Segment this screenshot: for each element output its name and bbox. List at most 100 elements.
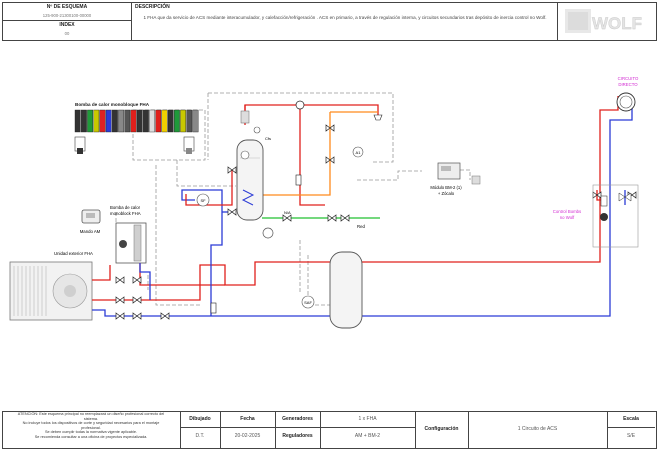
footer-divider: [607, 411, 608, 448]
saf-label: SAF: [304, 300, 312, 305]
footer-divider: [320, 411, 321, 448]
valves-group: [115, 124, 637, 320]
gauge-icon: [253, 126, 261, 134]
valve-icon: [115, 276, 125, 284]
notice-line: Se deben cumplir todas la normativa vige…: [44, 430, 138, 435]
valve-icon: [325, 156, 335, 164]
flow-meter-icon-2: [210, 302, 217, 314]
fha-heater-icon: [133, 224, 142, 262]
footer-divider: [180, 411, 181, 448]
recirculation-pump-icon: [295, 100, 305, 110]
footer-divider-h: [607, 427, 655, 428]
footer-divider: [468, 411, 469, 448]
a1-label: A1: [356, 150, 362, 155]
terminal-block: [161, 109, 168, 133]
notice-line: profesional.: [81, 425, 101, 430]
terminal-block: [124, 109, 131, 133]
shower-icon: [373, 114, 383, 121]
header-divider-h: [2, 20, 132, 21]
sf-sensor-icon: [196, 193, 210, 207]
valve-icon: [282, 214, 292, 222]
footer-divider: [415, 411, 416, 448]
terminal-block: [180, 109, 186, 133]
circuit-valve-icon: [618, 192, 632, 202]
drawn-label: Dibujado: [189, 416, 211, 422]
control-label-2: no Wolf: [560, 215, 575, 220]
bm2-label-1: Módulo BM-2 (1): [430, 185, 462, 190]
fha-pump-icon: [119, 240, 127, 248]
pump-label-2: monoblock FHA: [110, 211, 141, 216]
schema-value: 125-900-21300100-00000: [42, 13, 92, 18]
valve-icon: [160, 312, 170, 320]
description-text: 1 FHA que da servicio de ACS mediante in…: [143, 15, 547, 20]
wolf-logo-text: WOLF: [592, 14, 642, 33]
valve-icon: [325, 124, 335, 132]
terminal-block: [130, 109, 137, 133]
generators-value: 1 x FHA: [358, 416, 377, 422]
description-label: DESCRIPCIÓN: [135, 4, 170, 10]
dhw-coil-icon: [241, 189, 255, 206]
footer-divider: [275, 411, 276, 448]
footer-divider-h: [180, 427, 416, 428]
terminal-block: [192, 109, 199, 133]
generators-label: Generadores: [282, 416, 313, 422]
valve-icon: [227, 208, 237, 216]
saf-sensor-icon: [301, 295, 315, 309]
wolf-logo-graphic: WOLF: [565, 9, 642, 33]
terminal-strip: [74, 109, 199, 133]
outdoor-unit-label: Unidad exterior FHA: [54, 251, 93, 256]
valve-icon: [132, 276, 142, 284]
thermometer-icon: [240, 150, 250, 160]
bm2-label-2: + Zócalo: [438, 191, 455, 196]
terminal-block: [87, 109, 94, 133]
index-value: 00: [64, 31, 70, 36]
wolf-logo: WOLF: [565, 7, 649, 35]
index-label: INDEX: [59, 22, 75, 28]
notice-block: ATENCIÓN: Este esquema principal no reem…: [3, 412, 179, 440]
terminal-block: [99, 109, 106, 133]
terminal-block: [111, 109, 118, 133]
terminal-block: [173, 109, 180, 133]
notice-line: ATENCIÓN: Este esquema principal no reem…: [17, 412, 165, 416]
valve-icon: [132, 296, 142, 304]
terminal-block: [136, 109, 143, 133]
regulators-value: AM + BM-2: [354, 433, 381, 439]
sf-label: SF: [200, 198, 206, 203]
regulators-label: Reguladores: [282, 433, 313, 439]
red-label: Red: [357, 224, 365, 229]
pump-label-1: Bomba de calor: [110, 205, 141, 210]
terminal-block: [186, 109, 193, 133]
schema-label: Nº DE ESQUEMA: [46, 4, 88, 10]
drawn-value: D.T.: [195, 433, 205, 439]
config-label: Configuración: [424, 426, 459, 432]
expansion-vessel-icon: [262, 227, 274, 239]
dashed-frame-top: [208, 92, 394, 163]
direct-circuit-label-1: CIRCUITO: [618, 76, 639, 81]
safety-group-icon: [240, 110, 250, 124]
header-divider-1: [131, 2, 132, 40]
terminal-block: [155, 109, 162, 133]
header-divider-2: [557, 2, 558, 40]
terminal-block: [118, 109, 125, 133]
flow-meter-icon: [295, 174, 302, 186]
outdoor-unit-grille: [13, 266, 47, 316]
date-value: 20-02-2025: [234, 433, 261, 439]
dhw-tank: [236, 139, 264, 221]
a1-sensor-icon: [352, 146, 364, 158]
scale-label: Escala: [623, 416, 639, 422]
terminal-block: [142, 109, 149, 133]
sensor-icon-left: [77, 148, 83, 154]
direct-circuit-label-2: DIRECTO: [618, 82, 638, 87]
valve-icon: [115, 312, 125, 320]
valve-icon: [115, 296, 125, 304]
notice-line: Se recomienda consultar a una oficina de…: [34, 434, 148, 439]
notice-line: No incluye todos los dispositivos de cor…: [22, 421, 160, 426]
bus-title: Bomba de calor monobloque FHA: [75, 102, 150, 107]
valve-icon: [327, 214, 337, 222]
terminal-block: [105, 109, 112, 133]
valve-icon: [227, 166, 237, 174]
valve-icon: [132, 312, 142, 320]
notice-line: sistema.: [83, 416, 99, 421]
cfs-label: Cfs: [265, 136, 271, 141]
